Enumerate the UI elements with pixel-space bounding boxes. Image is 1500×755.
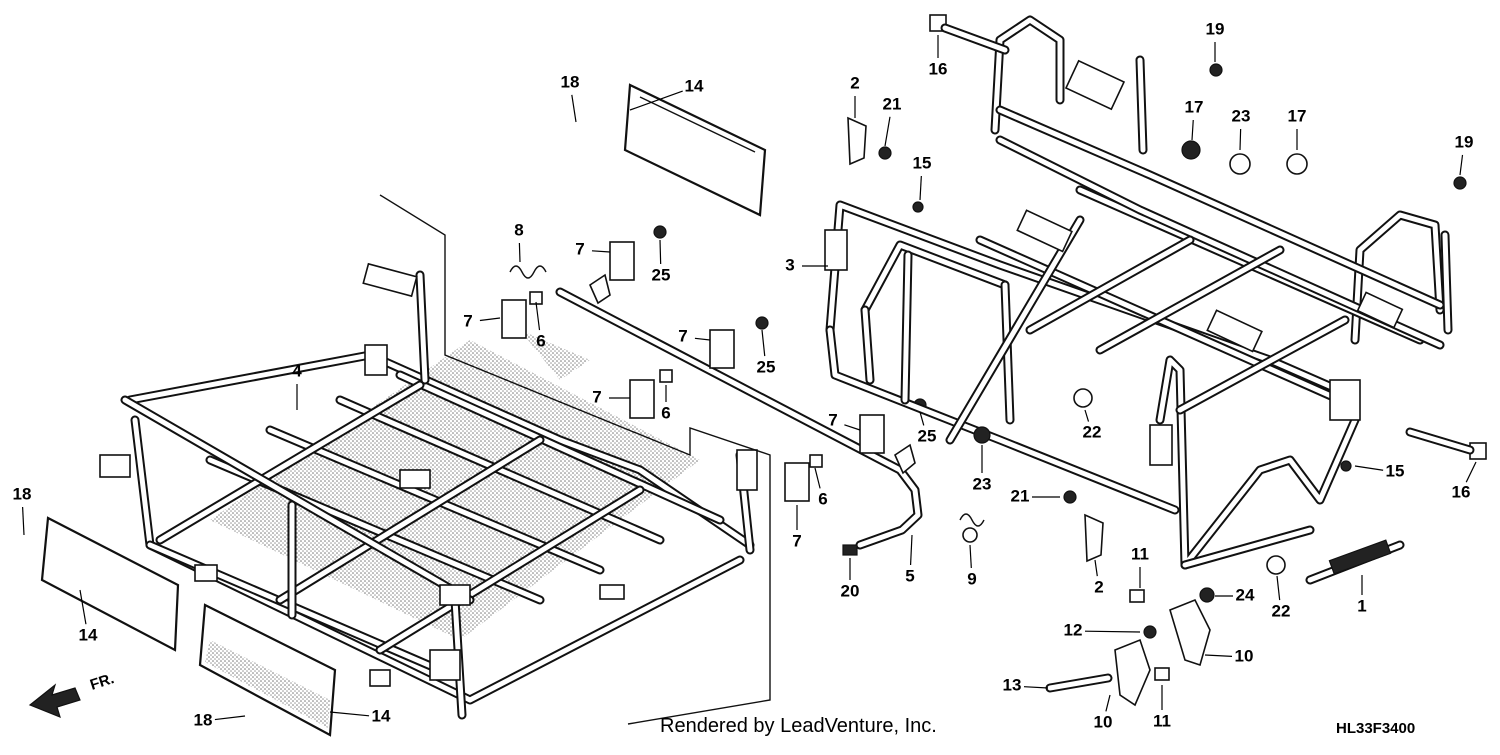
callout-c21a: 21 xyxy=(883,94,902,113)
leader-lines xyxy=(21,35,1477,721)
callout-c25a: 25 xyxy=(652,265,671,284)
cargo-bed-frame xyxy=(824,15,1453,570)
side-panel-left xyxy=(40,516,180,652)
callout-c1: 1 xyxy=(1357,596,1366,615)
leader-line-c12 xyxy=(1084,630,1141,633)
leader-line-c14c xyxy=(329,711,370,717)
leader-line-c25b xyxy=(761,329,766,357)
leader-line-c9 xyxy=(969,544,972,569)
callout-c9: 9 xyxy=(967,569,976,588)
callout-c6b: 6 xyxy=(661,403,670,422)
leader-line-c7e xyxy=(844,424,861,431)
right-hardware xyxy=(847,14,1487,707)
leader-line-c25a xyxy=(659,239,662,265)
leader-line-c23a xyxy=(1239,128,1242,151)
leader-line-c18a xyxy=(571,94,577,123)
callout-c11b: 11 xyxy=(1153,711,1171,730)
callout-c13: 13 xyxy=(1003,675,1022,694)
callout-c4: 4 xyxy=(292,361,302,380)
callout-c25b: 25 xyxy=(757,357,776,376)
callout-c15b: 15 xyxy=(1386,461,1405,480)
leader-line-c7a xyxy=(591,250,611,253)
latch-small-parts xyxy=(501,225,927,502)
callout-c8: 8 xyxy=(514,220,523,239)
callout-c25c: 25 xyxy=(918,426,937,445)
callout-c12: 12 xyxy=(1064,620,1083,639)
leader-line-c19b xyxy=(1459,154,1464,176)
callout-c17a: 17 xyxy=(1185,97,1204,116)
callout-c23a: 23 xyxy=(1232,106,1251,125)
callout-c24: 24 xyxy=(1236,585,1255,604)
leader-line-c8 xyxy=(518,242,521,263)
leader-line-c14b xyxy=(79,589,87,625)
leader-line-c10b xyxy=(1105,694,1111,712)
callout-c21b: 21 xyxy=(1011,486,1030,505)
callout-c3: 3 xyxy=(785,255,794,274)
tailgate-panel-upper xyxy=(623,83,767,217)
callout-c2b: 2 xyxy=(1094,577,1103,596)
leader-line-c16b xyxy=(1465,461,1477,483)
callout-c5: 5 xyxy=(905,566,914,585)
drawing-code: HL33F3400 xyxy=(1336,720,1415,737)
leader-line-c25c xyxy=(919,411,925,426)
callout-c20: 20 xyxy=(841,581,860,600)
callout-c15a: 15 xyxy=(913,153,932,172)
rendered-by-credit: Rendered by LeadVenture, Inc. xyxy=(660,715,937,737)
front-direction-label: FR. xyxy=(88,670,116,694)
callout-c14a: 14 xyxy=(685,76,704,95)
callout-c7f: 7 xyxy=(792,531,801,550)
leader-line-c10a xyxy=(1204,654,1233,657)
callout-c2a: 2 xyxy=(850,73,859,92)
callout-c14c: 14 xyxy=(372,706,391,725)
callout-c18c: 18 xyxy=(194,710,213,729)
leader-line-c5 xyxy=(909,534,913,566)
leader-line-c2b xyxy=(1094,559,1098,577)
callout-c11a: 11 xyxy=(1131,544,1149,563)
leader-line-c7b xyxy=(479,317,501,322)
leader-line-c15a xyxy=(919,175,922,201)
leader-line-c6a xyxy=(535,301,541,331)
callout-c16a: 16 xyxy=(929,59,948,78)
callout-c14b: 14 xyxy=(79,625,98,644)
leader-line-c21a xyxy=(884,116,891,147)
lock-rod xyxy=(555,273,923,556)
leader-line-c15b xyxy=(1354,465,1384,471)
callout-c17b: 17 xyxy=(1288,106,1307,125)
callout-c7a: 7 xyxy=(575,239,584,258)
callout-c22a: 22 xyxy=(1083,422,1102,441)
leader-line-c18b xyxy=(21,506,25,536)
callout-c10a: 10 xyxy=(1235,646,1254,665)
side-panel-front xyxy=(198,603,337,737)
callout-c18b: 18 xyxy=(13,484,32,503)
leader-line-c17a xyxy=(1191,119,1194,141)
callout-c7e: 7 xyxy=(828,410,837,429)
callout-c7b: 7 xyxy=(463,311,472,330)
front-direction-arrow: FR. xyxy=(28,670,116,719)
bed-frame-assembly xyxy=(99,262,758,720)
callout-c19a: 19 xyxy=(1206,19,1225,38)
callout-c16b: 16 xyxy=(1452,482,1471,501)
callout-c19b: 19 xyxy=(1455,132,1474,151)
callout-c7c: 7 xyxy=(678,326,687,345)
callout-c23b: 23 xyxy=(973,474,992,493)
callout-c6c: 6 xyxy=(818,489,827,508)
callout-c7d: 7 xyxy=(592,387,601,406)
leader-line-c22b xyxy=(1276,575,1281,601)
callout-c6a: 6 xyxy=(536,331,545,350)
leader-line-c6c xyxy=(814,467,821,489)
leader-line-c13 xyxy=(1023,686,1049,689)
leader-line-c18c xyxy=(214,715,246,721)
callout-c22b: 22 xyxy=(1272,601,1291,620)
leader-line-c7c xyxy=(694,337,711,341)
leader-line-c14a xyxy=(629,90,683,111)
leader-line-c22a xyxy=(1084,409,1090,422)
callout-c18a: 18 xyxy=(561,72,580,91)
callout-c10b: 10 xyxy=(1094,712,1113,731)
